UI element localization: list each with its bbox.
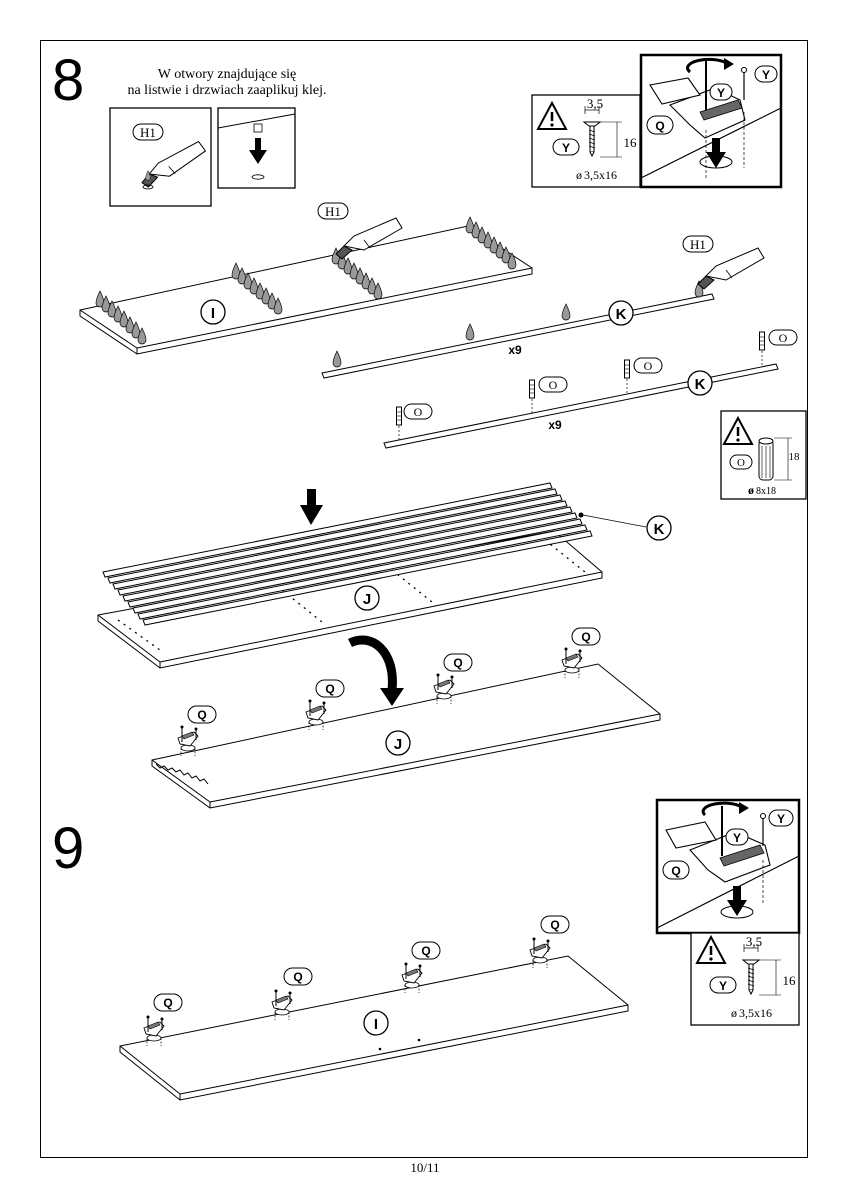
glue-label-2: H1: [325, 204, 341, 219]
dowel-label-1: O: [414, 405, 423, 419]
screw-label-3: Y: [717, 86, 725, 100]
hinge-detail-box-1: Y Y Q: [639, 53, 783, 189]
diameter-symbol-3: ø: [731, 1006, 737, 1020]
hinge-label-3: Q: [453, 656, 462, 670]
hinge-label-1: Q: [197, 708, 206, 722]
slat-k-label-3: K: [654, 521, 665, 538]
hinge-label-detail-2: Q: [671, 864, 680, 878]
panel-i-label-1: I: [211, 305, 215, 322]
dowel-label-3: O: [644, 359, 653, 373]
arrow-down-icon-2: [300, 489, 323, 525]
dowel-label-spec: O: [737, 457, 745, 469]
dowel-spec-box: 18 O ø 8x18: [720, 410, 807, 500]
screw-width-2: 3,5: [746, 934, 762, 949]
diameter-symbol-1: ø: [576, 168, 582, 182]
flip-arrow-icon: [347, 635, 404, 706]
dowel-label-4: O: [779, 331, 788, 345]
hinge-label-7: Q: [421, 944, 430, 958]
slat-k-glue: K x9 H1: [321, 235, 765, 379]
screw-label-2: Y: [762, 68, 770, 82]
step-8-number: 8: [52, 48, 85, 113]
step-8-instruction-line1: W otwory znajdujące się: [157, 67, 297, 82]
screw-width-1: 3,5: [587, 96, 603, 111]
panel-j-label-2: J: [394, 736, 402, 753]
step-8-instruction-line2: na listwie i drzwiach zaaplikuj klej.: [127, 83, 327, 98]
diameter-symbol-2: ø: [748, 483, 754, 497]
glue-inset-left: H1: [109, 107, 212, 207]
hinge-label-4: Q: [581, 630, 590, 644]
screw-designation-2: 3,5x16: [739, 1006, 772, 1020]
hinge-label-detail-1: Q: [655, 119, 664, 133]
step-9-number: 9: [52, 816, 85, 881]
arrow-down-icon: [249, 138, 267, 164]
glue-label-3: H1: [690, 237, 706, 252]
screw-length-2: 16: [783, 973, 797, 988]
dowel-length: 18: [789, 451, 801, 463]
hinge-label-6: Q: [293, 970, 302, 984]
slat-k-label-2: K: [695, 376, 706, 393]
slat-stack: [102, 482, 593, 626]
screw-spec-box: 3,5 16 Y ø 3,5x16: [531, 94, 641, 188]
hinge-label-5: Q: [163, 996, 172, 1010]
quantity-label-1: x9: [508, 343, 522, 357]
screw-spec-box-2: 3,5 16 Y ø 3,5x16: [690, 932, 800, 1026]
dowel-designation: 8x18: [756, 486, 776, 497]
screw-label-5: Y: [733, 831, 741, 845]
panel-i-label-2: I: [374, 1016, 378, 1033]
panel-j-hinges: J Q Q Q Q: [151, 627, 661, 809]
screw-label-4: Y: [777, 812, 785, 826]
page-number: 10/11: [410, 1160, 440, 1175]
glue-label: H1: [140, 125, 156, 140]
screw-label-1: Y: [562, 141, 570, 155]
screw-label-6: Y: [719, 979, 727, 993]
dowel-label-2: O: [549, 378, 558, 392]
quantity-label-2: x9: [548, 418, 562, 432]
slat-k-label-1: K: [616, 306, 627, 323]
glue-inset-right: [217, 107, 296, 189]
panel-j-label-1: J: [363, 591, 371, 608]
hinge-detail-box-2: Y Y Q: [655, 798, 801, 935]
screw-length-1: 16: [624, 135, 638, 150]
slat-k-dowels: O O O O K x9: [383, 329, 798, 449]
hinge-label-2: Q: [325, 682, 334, 696]
panel-i-step9: I Q Q Q Q: [119, 915, 629, 1101]
panel-i-step8: I H1: [79, 202, 533, 355]
hinge-label-8: Q: [550, 918, 559, 932]
slats-assembly: J K: [97, 482, 672, 669]
page-frame: [40, 40, 808, 1158]
glue-tube-icon-3: [697, 247, 765, 290]
screw-designation-1: 3,5x16: [584, 168, 617, 182]
